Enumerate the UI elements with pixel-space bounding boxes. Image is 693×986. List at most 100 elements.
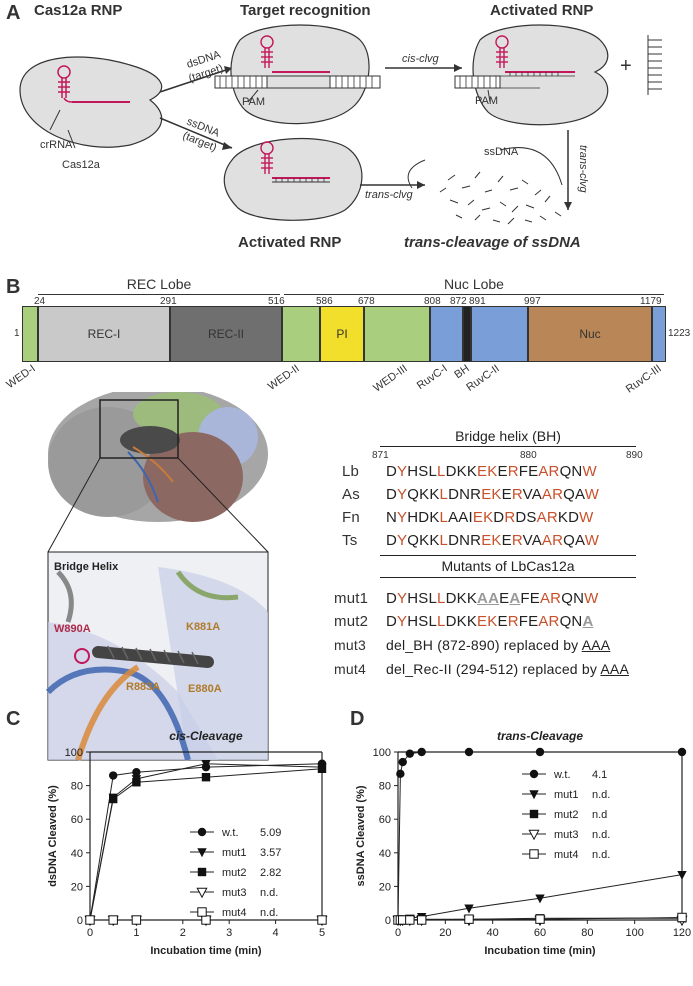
- trans-clvg-label-bottom: trans-clvg: [365, 189, 414, 201]
- data-point-w.t.: [398, 757, 407, 767]
- x-tick-label: 4: [273, 927, 279, 939]
- panel-a-schematic: crRNA Cas12a dsDNA (target) ssDNA (targe…: [19, 24, 662, 225]
- y-tick-label: 60: [379, 814, 391, 826]
- data-point-mut4: [416, 915, 427, 925]
- data-point-mut4: [85, 915, 95, 925]
- label-ruvc-ii: RuvC-II: [464, 363, 501, 394]
- data-point-w.t.: [535, 747, 545, 757]
- x-tick-label: 3: [226, 927, 232, 939]
- legend-label: w.t.: [553, 769, 571, 781]
- domain-rotated-labels: WED-I WED-II WED-III RuvC-I BH RuvC-II R…: [4, 363, 664, 396]
- pos-891: 891: [469, 296, 486, 307]
- title-cas12a-rnp: Cas12a RNP: [34, 2, 123, 19]
- x-tick-label: 0: [87, 927, 93, 939]
- legend-marker-mut3: [196, 887, 208, 899]
- y-tick-label: 20: [71, 881, 83, 893]
- cleaved-ssdna-fragments: [439, 171, 562, 225]
- pos-997: 997: [524, 296, 541, 307]
- legend-value: 5.09: [260, 827, 281, 839]
- pam-label-1: PAM: [242, 96, 265, 108]
- pos-291: 291: [160, 296, 177, 307]
- data-point-mut4: [405, 915, 415, 925]
- legend-value: n.d.: [260, 887, 278, 899]
- protein-structure-figure: Bridge Helix W890A K881A R883A E880A: [45, 392, 269, 761]
- y-tick-label: 100: [65, 747, 83, 759]
- mut-title-line: [380, 577, 636, 578]
- nuc-lobe-line: [284, 294, 664, 295]
- y-tick-label: 80: [379, 781, 391, 793]
- y-tick-label: 80: [71, 781, 83, 793]
- data-point-w.t.: [677, 747, 687, 757]
- rec-lobe-label: REC Lobe: [126, 276, 192, 292]
- rec-lobe-line: [38, 294, 280, 295]
- label-wed-iii: WED-III: [371, 363, 409, 395]
- data-point-mut1: [464, 904, 474, 914]
- label-bh: BH: [452, 363, 471, 382]
- cas12a-label: Cas12a: [62, 159, 101, 171]
- data-point-mut1: [677, 870, 687, 880]
- bh-title-line: [380, 446, 636, 447]
- zoom-box: [99, 399, 179, 459]
- legend-value: 3.57: [260, 847, 281, 859]
- trans-clvg-label-side: trans-clvg: [577, 145, 589, 194]
- chart-title: cis-Cleavage: [169, 729, 243, 743]
- data-point-mut1: [535, 894, 545, 904]
- plus-sign: +: [620, 55, 632, 77]
- arrow-ssdna: [159, 117, 233, 149]
- legend-marker-mut4: [197, 907, 207, 917]
- bh-num-880: 880: [520, 450, 537, 461]
- legend-label: mut4: [554, 849, 578, 861]
- legend-label: mut2: [222, 867, 246, 879]
- data-point-mut2: [132, 778, 141, 787]
- data-point-w.t.: [417, 747, 426, 757]
- activated-rnp-bottom: [223, 137, 363, 221]
- legend-marker-w.t.: [197, 827, 207, 837]
- legend-value: 2.82: [260, 867, 281, 879]
- domain-wed-ii: [282, 306, 320, 362]
- data-point-mut4: [108, 915, 118, 925]
- legend-label: mut1: [222, 847, 246, 859]
- title-trans-cleavage: trans-cleavage of ssDNA: [404, 234, 581, 251]
- pos-678: 678: [358, 296, 375, 307]
- legend-value: n.d.: [260, 907, 278, 919]
- y-tick-label: 40: [379, 848, 391, 860]
- pos-1179: 1179: [640, 296, 662, 307]
- label-ruvc-iii: RuvC-III: [624, 363, 664, 396]
- mut-label-r883a: R883A: [126, 681, 160, 693]
- panel-letter-c: C: [6, 708, 21, 730]
- x-axis-label: Incubation time (min): [150, 945, 262, 957]
- x-axis-label: Incubation time (min): [484, 945, 596, 957]
- cas12a-rnp-blob: [19, 56, 163, 149]
- pos-1: 1: [14, 328, 20, 339]
- y-axis-label: dsDNA Cleaved (%): [47, 785, 59, 887]
- data-point-mut2: [201, 773, 211, 782]
- data-point-mut1: [201, 760, 211, 769]
- pos-24: 24: [34, 296, 46, 307]
- x-tick-label: 40: [487, 927, 499, 939]
- legend-label: mut3: [222, 887, 246, 899]
- domain-ruvc-ii: [471, 306, 528, 362]
- bh-num-871: 871: [372, 450, 389, 461]
- series-line-mut1: [89, 763, 323, 921]
- y-tick-label: 20: [379, 881, 391, 893]
- domain-wed-i: [22, 306, 38, 362]
- x-tick-label: 1: [133, 927, 139, 939]
- mut-title: Mutants of LbCas12a: [441, 558, 575, 574]
- domain-rec-i: REC-I: [38, 306, 170, 362]
- series-line-mut2: [89, 768, 323, 921]
- data-point-mut2: [317, 764, 327, 773]
- label-wed-ii: WED-II: [266, 363, 302, 393]
- cis-clvg-label: cis-clvg: [402, 53, 440, 65]
- label-ruvc-i: RuvC-I: [415, 363, 450, 392]
- activated-rnp-top: [454, 24, 609, 126]
- inset-title: Bridge Helix: [54, 561, 119, 573]
- mut-title-line-top: [380, 555, 636, 556]
